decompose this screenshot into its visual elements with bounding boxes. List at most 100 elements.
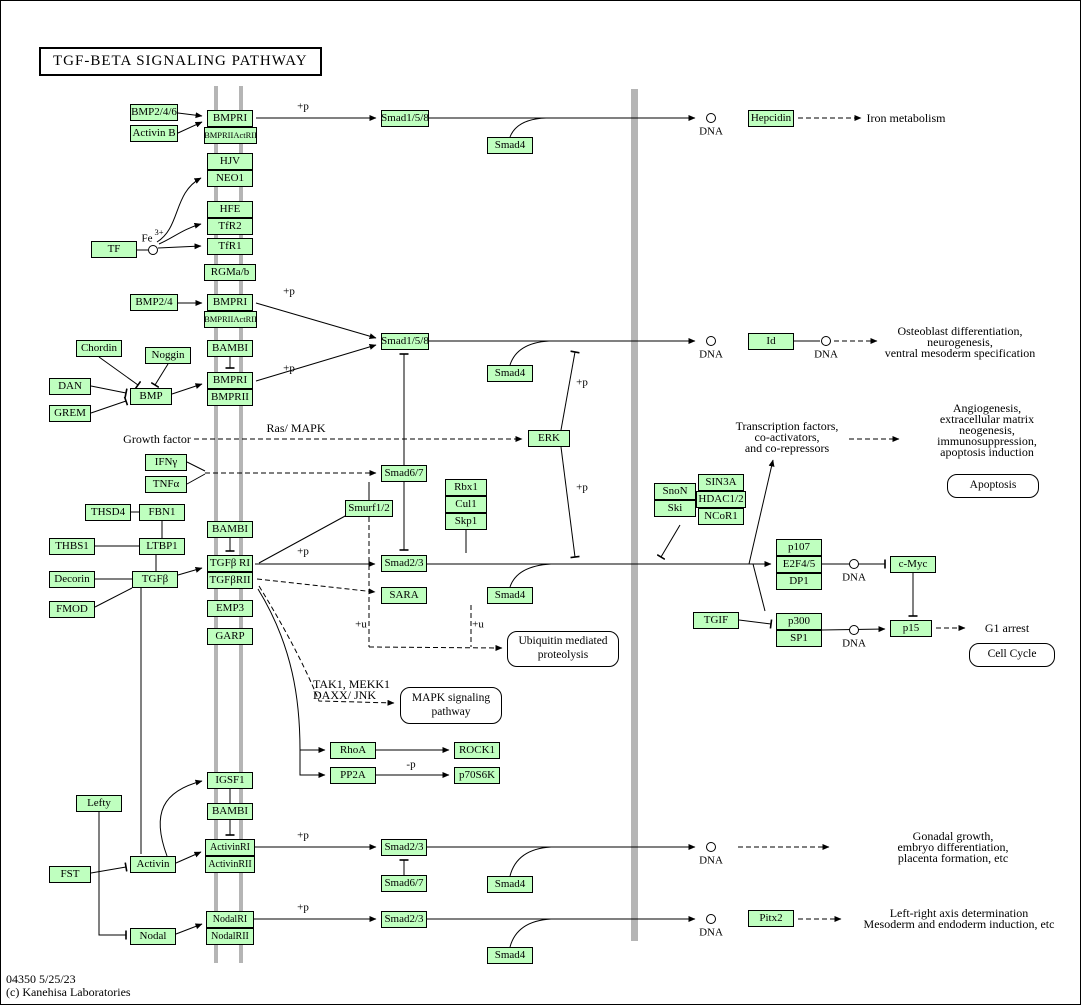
node-cmyc[interactable]: c-Myc: [890, 556, 936, 573]
node-tfr1[interactable]: TfR1: [207, 238, 253, 255]
node-grem[interactable]: GREM: [49, 405, 91, 422]
node-cul1[interactable]: Cul1: [445, 496, 487, 513]
node-erk[interactable]: ERK: [528, 430, 570, 447]
node-p300[interactable]: p300: [776, 613, 822, 630]
node-bambi[interactable]: BAMBI: [207, 521, 253, 538]
node-id[interactable]: Id: [748, 333, 794, 350]
node-pitx2[interactable]: Pitx2: [748, 910, 794, 927]
node-smad23[interactable]: Smad2/3: [381, 839, 427, 856]
node-dan[interactable]: DAN: [49, 378, 91, 395]
annotation-gonadal: embryo differentiation,: [897, 840, 1009, 854]
node-pp2a[interactable]: PP2A: [330, 767, 376, 784]
node-tgif[interactable]: TGIF: [693, 612, 739, 629]
node-smad158[interactable]: Smad1/5/8: [381, 110, 429, 127]
node-chordin[interactable]: Chordin: [76, 340, 122, 357]
node-tnfa[interactable]: TNFα: [145, 476, 187, 493]
pathway-box-label: proteolysis: [537, 649, 589, 661]
annotation-growth-factor: Growth factor: [123, 432, 191, 446]
node-activin-b[interactable]: Activin B: [130, 125, 178, 142]
node-bambi[interactable]: BAMBI: [207, 803, 253, 820]
node-sin3a[interactable]: SIN3A: [698, 474, 744, 491]
node-sp1[interactable]: SP1: [776, 630, 822, 647]
node-smad4[interactable]: Smad4: [487, 365, 533, 382]
node-bmp24[interactable]: BMP2/4: [130, 294, 178, 311]
node-smad67[interactable]: Smad6/7: [381, 465, 427, 482]
plus-p-label: +p: [297, 100, 309, 113]
node-hdac12[interactable]: HDAC1/2: [696, 491, 746, 508]
node-ncor1[interactable]: NCoR1: [698, 508, 744, 525]
node-bmprii-actrii[interactable]: BMPRIIActRII: [204, 127, 257, 144]
node-smad4[interactable]: Smad4: [487, 876, 533, 893]
node-lefty[interactable]: Lefty: [76, 795, 122, 812]
pathway-box-label: Ubiquitin mediated: [518, 635, 608, 648]
node-bmprii-actrii[interactable]: BMPRIIActRII: [204, 311, 257, 328]
node-p15[interactable]: p15: [890, 620, 932, 637]
node-fmod[interactable]: FMOD: [49, 601, 95, 618]
annotation-angiogenesis: immunosuppression,: [937, 434, 1037, 448]
node-smad67[interactable]: Smad6/7: [381, 875, 427, 892]
node-bmp[interactable]: BMP: [130, 388, 172, 405]
node-rbx1[interactable]: Rbx1: [445, 479, 487, 496]
node-ifng[interactable]: IFNγ: [145, 454, 187, 471]
node-ltbp1[interactable]: LTBP1: [139, 538, 185, 555]
pathway-box-label: pathway: [431, 705, 471, 718]
node-activinrii[interactable]: ActivinRII: [205, 856, 255, 873]
node-fst[interactable]: FST: [49, 866, 91, 883]
node-bmpri[interactable]: BMPRI: [207, 294, 253, 311]
node-noggin[interactable]: Noggin: [145, 347, 191, 364]
node-tfr2[interactable]: TfR2: [207, 218, 253, 235]
node-activinri[interactable]: ActivinRI: [205, 839, 255, 856]
node-rock1[interactable]: ROCK1: [454, 742, 500, 759]
node-hjv[interactable]: HJV: [207, 153, 253, 170]
node-e2f45[interactable]: E2F4/5: [776, 556, 822, 573]
pathway-box-apoptosis[interactable]: Apoptosis: [947, 474, 1039, 498]
pathway-box-cell-cycle[interactable]: Cell Cycle: [969, 643, 1055, 667]
node-smad23[interactable]: Smad2/3: [381, 555, 427, 572]
node-hfe[interactable]: HFE: [207, 201, 253, 218]
plus-p-label: +p: [576, 376, 588, 389]
node-p70s6k[interactable]: p70S6K: [454, 767, 500, 784]
node-nodalrii[interactable]: NodalRII: [206, 928, 254, 945]
node-activin[interactable]: Activin: [130, 856, 176, 873]
node-bmprii[interactable]: BMPRII: [207, 389, 253, 406]
node-smad4[interactable]: Smad4: [487, 137, 533, 154]
node-smad23[interactable]: Smad2/3: [381, 911, 427, 928]
copyright: (c) Kanehisa Laboratories: [6, 985, 131, 999]
node-tgfbri[interactable]: TGFβ RI: [207, 555, 253, 572]
node-sara[interactable]: SARA: [381, 587, 427, 604]
node-p107[interactable]: p107: [776, 539, 822, 556]
node-emp3[interactable]: EMP3: [207, 600, 253, 617]
node-garp[interactable]: GARP: [207, 628, 253, 645]
node-nodal[interactable]: Nodal: [130, 928, 176, 945]
node-skp1[interactable]: Skp1: [445, 513, 487, 530]
node-smad4[interactable]: Smad4: [487, 587, 533, 604]
pathway-box-ubiquitin-proteolysis[interactable]: Ubiquitin mediated proteolysis: [507, 631, 619, 667]
node-smad158[interactable]: Smad1/5/8: [381, 333, 429, 350]
node-bambi[interactable]: BAMBI: [207, 340, 253, 357]
node-decorin[interactable]: Decorin: [49, 571, 95, 588]
node-smurf12[interactable]: Smurf1/2: [345, 500, 393, 517]
ubiquitination-dashed-lines: [368, 517, 472, 647]
node-rgmab[interactable]: RGMa/b: [204, 264, 256, 281]
node-smad4[interactable]: Smad4: [487, 947, 533, 964]
node-thsd4[interactable]: THSD4: [85, 504, 131, 521]
node-tgfbrii[interactable]: TGFβRII: [207, 572, 253, 589]
node-rhoa[interactable]: RhoA: [330, 742, 376, 759]
node-snon[interactable]: SnoN: [654, 483, 696, 500]
node-nodalri[interactable]: NodalRI: [206, 911, 254, 928]
node-igsf1[interactable]: IGSF1: [207, 772, 253, 789]
node-hepcidin[interactable]: Hepcidin: [748, 110, 794, 127]
node-ski[interactable]: Ski: [654, 500, 696, 517]
node-bmpri[interactable]: BMPRI: [207, 372, 253, 389]
node-fbn1[interactable]: FBN1: [139, 504, 185, 521]
node-tf[interactable]: TF: [91, 241, 137, 258]
node-bmp246[interactable]: BMP2/4/6: [130, 104, 178, 121]
dna-label: DNA: [699, 348, 723, 361]
node-neo1[interactable]: NEO1: [207, 170, 253, 187]
node-tgfb[interactable]: TGFβ: [132, 571, 178, 588]
node-dp1[interactable]: DP1: [776, 573, 822, 590]
node-bmpri[interactable]: BMPRI: [207, 110, 253, 127]
pathway-box-mapk-signaling[interactable]: MAPK signaling pathway: [400, 687, 502, 724]
node-thbs1[interactable]: THBS1: [49, 538, 95, 555]
plain-lines: [94, 117, 820, 948]
